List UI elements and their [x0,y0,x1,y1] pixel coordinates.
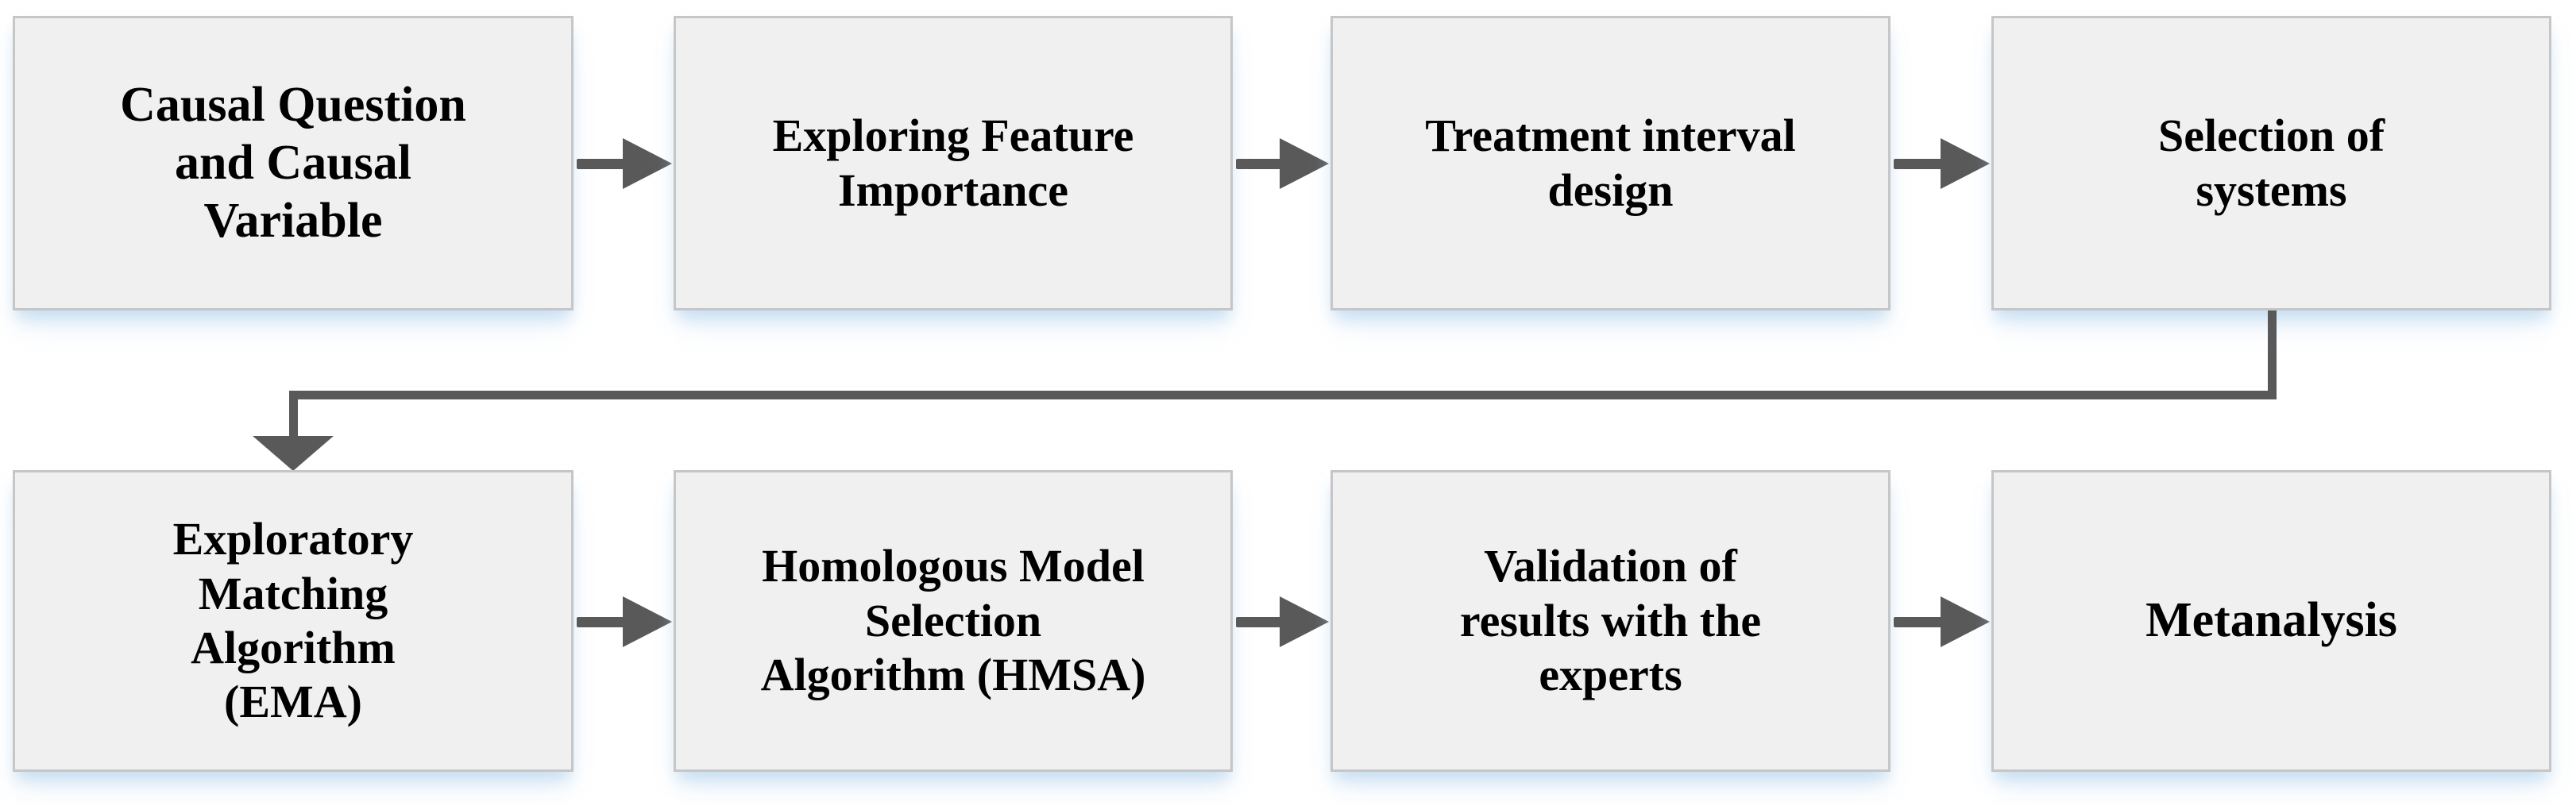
connector-arrow-n7-to-n8 [1894,596,1990,647]
connector-arrow-n5-to-n6 [577,596,672,647]
arrow-shaft [1236,159,1287,169]
process-node-selection-of-systems[interactable]: Selection of systems [1991,16,2551,310]
process-node-exploring-feature-importance[interactable]: Exploring Feature Importance [674,16,1233,310]
process-node-treatment-interval-design[interactable]: Treatment interval design [1330,16,1890,310]
connector-elbow-vertical-right [2268,310,2277,395]
process-node-validation-of-results[interactable]: Validation of results with the experts [1330,470,1890,772]
process-node-homologous-model-selection-algorithm[interactable]: Homologous Model Selection Algorithm (HM… [674,470,1233,772]
arrow-shaft [1894,159,1945,169]
arrow-head-right-icon [1941,596,1990,647]
arrow-shaft [577,617,628,627]
process-node-label: Validation of results with the experts [1459,540,1762,701]
process-node-label: Homologous Model Selection Algorithm (HM… [760,540,1146,701]
arrow-shaft [1236,617,1287,627]
process-node-exploratory-matching-algorithm[interactable]: Exploratory Matching Algorithm (EMA) [13,470,574,772]
arrow-head-right-icon [1280,138,1329,189]
process-node-label: Selection of systems [2157,110,2385,216]
process-node-metanalysis[interactable]: Metanalysis [1991,470,2551,772]
arrow-head-right-icon [1280,596,1329,647]
arrow-head-right-icon [623,596,672,647]
process-node-causal-question[interactable]: Causal Question and Causal Variable [13,16,574,310]
connector-elbow-vertical-left [289,391,298,438]
connector-elbow-horizontal [289,391,2277,399]
arrow-head-right-icon [1941,138,1990,189]
process-node-label: Exploratory Matching Algorithm (EMA) [172,513,414,728]
connector-arrow-n2-to-n3 [1236,138,1329,189]
arrow-shaft [1894,617,1945,627]
process-node-label: Exploring Feature Importance [772,110,1134,216]
process-node-label: Causal Question and Causal Variable [120,77,466,249]
arrow-head-right-icon [623,138,672,189]
connector-arrow-n1-to-n2 [577,138,672,189]
process-node-label: Metanalysis [2145,593,2397,648]
connector-arrow-n6-to-n7 [1236,596,1329,647]
process-node-label: Treatment interval design [1425,110,1796,216]
arrow-shaft [577,159,628,169]
connector-arrow-n3-to-n4 [1894,138,1990,189]
arrow-head-down-icon [253,436,334,471]
